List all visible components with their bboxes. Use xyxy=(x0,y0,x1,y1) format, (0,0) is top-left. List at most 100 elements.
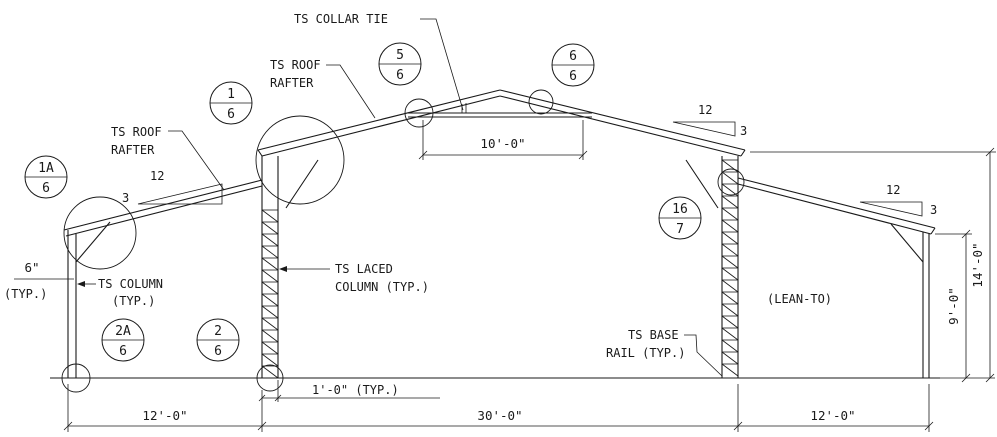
detail-bubble-2: 2 6 xyxy=(196,318,240,362)
main-frame xyxy=(257,89,746,378)
dim-collar-tie: 10'-0" xyxy=(418,120,588,160)
svg-text:5: 5 xyxy=(396,48,404,63)
detail-ring-5 xyxy=(404,98,434,128)
right-column-lacing xyxy=(721,159,739,377)
label-ts-base-rail: TS BASE xyxy=(628,328,679,342)
label-ts-column: TS COLUMN xyxy=(98,277,163,291)
label-ts-collar-tie: TS COLLAR TIE xyxy=(294,12,388,26)
label-ts-roof-rafter-upper: TS ROOF xyxy=(270,58,321,72)
svg-text:12: 12 xyxy=(698,103,712,117)
arrow-laced-column xyxy=(279,266,287,272)
dim-overall-height: 14'-0" xyxy=(750,147,996,383)
svg-text:2: 2 xyxy=(214,324,222,339)
detail-bubble-1: 1 6 xyxy=(209,81,253,125)
svg-text:6: 6 xyxy=(214,344,222,359)
dim-lacing-spacing: 1'-0" (TYP.) xyxy=(258,380,440,402)
svg-text:10'-0": 10'-0" xyxy=(480,136,525,151)
svg-text:7: 7 xyxy=(676,222,684,237)
lacing-bar xyxy=(261,329,279,343)
svg-text:6: 6 xyxy=(42,181,50,196)
label-lean-to: (LEAN-TO) xyxy=(767,292,832,306)
detail-ring-2a xyxy=(61,363,91,393)
lacing-bar xyxy=(261,353,279,367)
lacing-bar xyxy=(261,245,279,259)
detail-ring-6 xyxy=(528,89,554,115)
lacing-bar xyxy=(261,233,279,247)
label-ts-roof-rafter-upper-2: RAFTER xyxy=(270,76,314,90)
leader-collar-tie xyxy=(420,18,464,111)
detail-bubble-2a: 2A 6 xyxy=(101,318,145,362)
lacing-bar xyxy=(721,243,739,257)
leader-roof-rafter-upper xyxy=(326,64,376,119)
svg-text:(TYP.): (TYP.) xyxy=(4,287,47,301)
right-lean-to-frame xyxy=(737,177,936,378)
detail-ring-1 xyxy=(255,115,345,205)
svg-text:3: 3 xyxy=(740,124,747,138)
detail-bubble-16: 16 7 xyxy=(658,196,702,240)
lacing-bar xyxy=(721,291,739,305)
detail-ring-2 xyxy=(256,364,284,392)
detail-ring-1a xyxy=(63,196,137,270)
detail-bubble-5: 5 6 xyxy=(378,42,422,86)
svg-text:16: 16 xyxy=(672,202,688,217)
detail-bubble-6: 6 6 xyxy=(551,43,595,87)
svg-text:12: 12 xyxy=(886,183,900,197)
svg-text:14'-0": 14'-0" xyxy=(970,242,985,287)
lacing-bar xyxy=(261,305,279,319)
lacing-bar xyxy=(261,281,279,295)
dim-bays: 12'-0" 30'-0" 12'-0" xyxy=(63,384,934,432)
svg-text:6: 6 xyxy=(119,344,127,359)
label-ts-column-2: (TYP.) xyxy=(112,294,155,308)
svg-text:2A: 2A xyxy=(115,324,131,339)
dim-eave-height: 9'-0" xyxy=(935,229,995,383)
dim-column-offset: 6" (TYP.) xyxy=(4,260,74,301)
svg-text:12'-0": 12'-0" xyxy=(142,408,187,423)
lacing-bar xyxy=(261,209,279,223)
lacing-bar xyxy=(261,317,279,331)
lacing-bar xyxy=(721,231,739,245)
lacing-bar xyxy=(261,257,279,271)
svg-text:30'-0": 30'-0" xyxy=(477,408,522,423)
lacing-bar xyxy=(261,341,279,355)
svg-text:3: 3 xyxy=(122,191,129,205)
label-ts-roof-rafter-left: TS ROOF xyxy=(111,125,162,139)
lacing-bar xyxy=(721,351,739,365)
lacing-bar xyxy=(261,221,279,235)
lacing-bar xyxy=(721,327,739,341)
lacing-bar xyxy=(261,293,279,307)
left-column-lacing xyxy=(261,209,279,379)
label-ts-roof-rafter-left-2: RAFTER xyxy=(111,143,155,157)
lacing-bar xyxy=(261,365,279,379)
label-ts-laced-column-2: COLUMN (TYP.) xyxy=(335,280,429,294)
slope-indicator-main: 12 3 xyxy=(672,103,747,138)
lacing-bar xyxy=(721,363,739,377)
slope-indicator-right-lean-to: 12 3 xyxy=(859,183,937,217)
lacing-bar xyxy=(721,219,739,233)
svg-text:6: 6 xyxy=(227,107,235,122)
svg-text:12: 12 xyxy=(150,169,164,183)
slope-indicator-left: 12 3 xyxy=(122,169,223,205)
svg-text:6": 6" xyxy=(24,260,39,275)
left-lean-to-frame xyxy=(63,179,263,378)
leader-roof-rafter-left xyxy=(168,130,225,191)
lacing-bar xyxy=(721,207,739,221)
svg-text:1'-0" (TYP.): 1'-0" (TYP.) xyxy=(312,383,399,397)
svg-text:1A: 1A xyxy=(38,161,54,176)
lacing-bar xyxy=(721,303,739,317)
svg-text:12'-0": 12'-0" xyxy=(810,408,855,423)
lacing-bar xyxy=(721,255,739,269)
lacing-bar xyxy=(721,267,739,281)
lacing-bar xyxy=(721,339,739,353)
arrow-ts-column xyxy=(77,281,85,287)
lacing-bar xyxy=(721,195,739,209)
svg-text:3: 3 xyxy=(930,203,937,217)
detail-bubble-1a: 1A 6 xyxy=(24,155,68,199)
label-ts-laced-column: TS LACED xyxy=(335,262,393,276)
svg-text:6: 6 xyxy=(396,68,404,83)
label-ts-base-rail-2: RAIL (TYP.) xyxy=(606,346,685,360)
lacing-bar xyxy=(261,269,279,283)
detail-ring-16 xyxy=(717,168,745,196)
lacing-bar xyxy=(721,279,739,293)
lacing-bar xyxy=(721,315,739,329)
